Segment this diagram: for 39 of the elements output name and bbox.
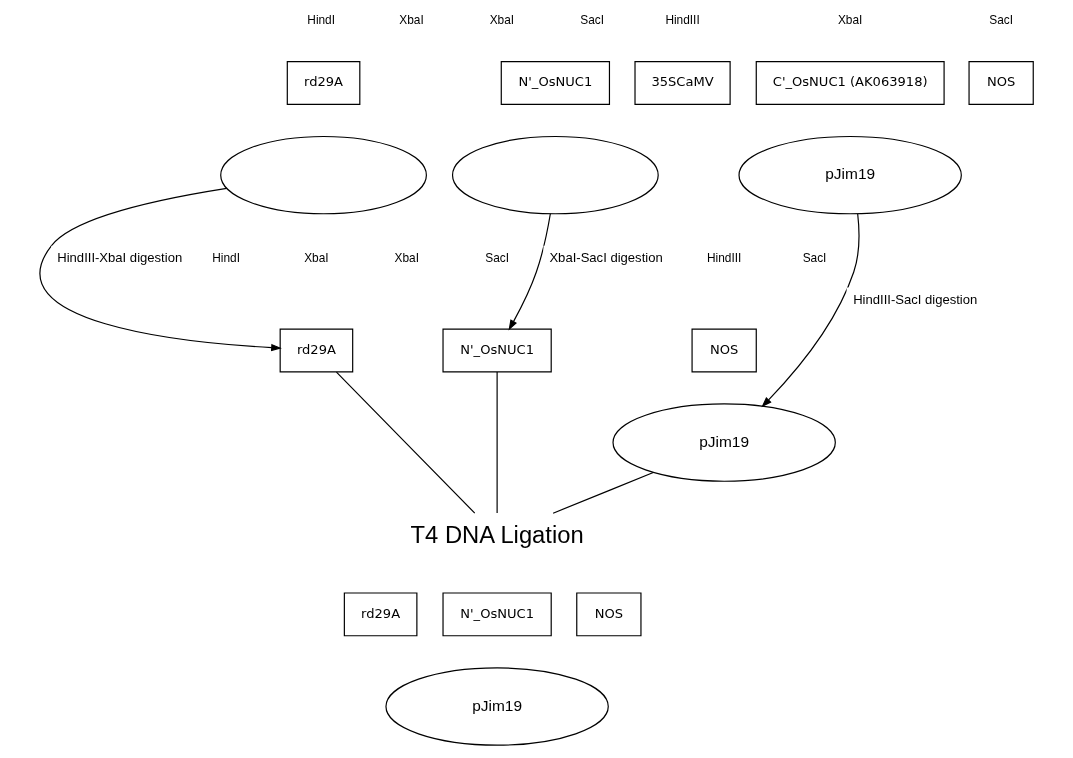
label: SacI xyxy=(989,13,1014,28)
connector xyxy=(335,371,476,514)
connector xyxy=(552,471,654,514)
label: HindIII xyxy=(707,250,742,265)
arrow xyxy=(40,187,282,352)
label: SacI xyxy=(580,13,605,28)
arrow xyxy=(761,213,860,408)
node-box: C'_OsNUC1 (AK063918) xyxy=(755,61,945,105)
node-box: rd29A xyxy=(279,328,354,373)
label: XbaI xyxy=(399,13,424,28)
node-box: NOS xyxy=(968,61,1034,105)
label: HindIII xyxy=(665,13,700,28)
node-box: 35SCaMV xyxy=(634,61,731,105)
edge-label: HindIII-SacI digestion xyxy=(853,291,978,307)
node-box: N'_OsNUC1 xyxy=(442,328,552,373)
node-box: N'_OsNUC1 xyxy=(500,61,611,105)
node-circle xyxy=(220,135,427,215)
label: XbaI xyxy=(489,13,515,28)
node-circle xyxy=(451,135,659,215)
label: SacI xyxy=(485,250,509,265)
label: HindI xyxy=(307,13,336,28)
label: XbaI xyxy=(304,250,329,265)
connector xyxy=(496,371,498,514)
node-box: rd29A xyxy=(286,61,361,105)
node-text: T4 DNA Ligation xyxy=(410,521,584,549)
arrow xyxy=(508,213,551,331)
edge-label: HindIII-XbaI digestion xyxy=(57,250,183,266)
node-box: N'_OsNUC1 xyxy=(442,592,552,637)
label: HindI xyxy=(212,250,240,265)
node-box: NOS xyxy=(576,592,642,637)
node-box: rd29A xyxy=(343,592,418,637)
node-box: NOS xyxy=(691,328,757,373)
node-ellipse: pJim19 xyxy=(738,135,962,215)
label: XbaI xyxy=(394,250,419,265)
label: XbaI xyxy=(837,13,863,28)
edge-label: XbaI-SacI digestion xyxy=(549,250,663,266)
node-ellipse: pJim19 xyxy=(612,403,836,482)
label: SacI xyxy=(802,250,827,265)
node-ellipse: pJim19 xyxy=(385,667,609,746)
